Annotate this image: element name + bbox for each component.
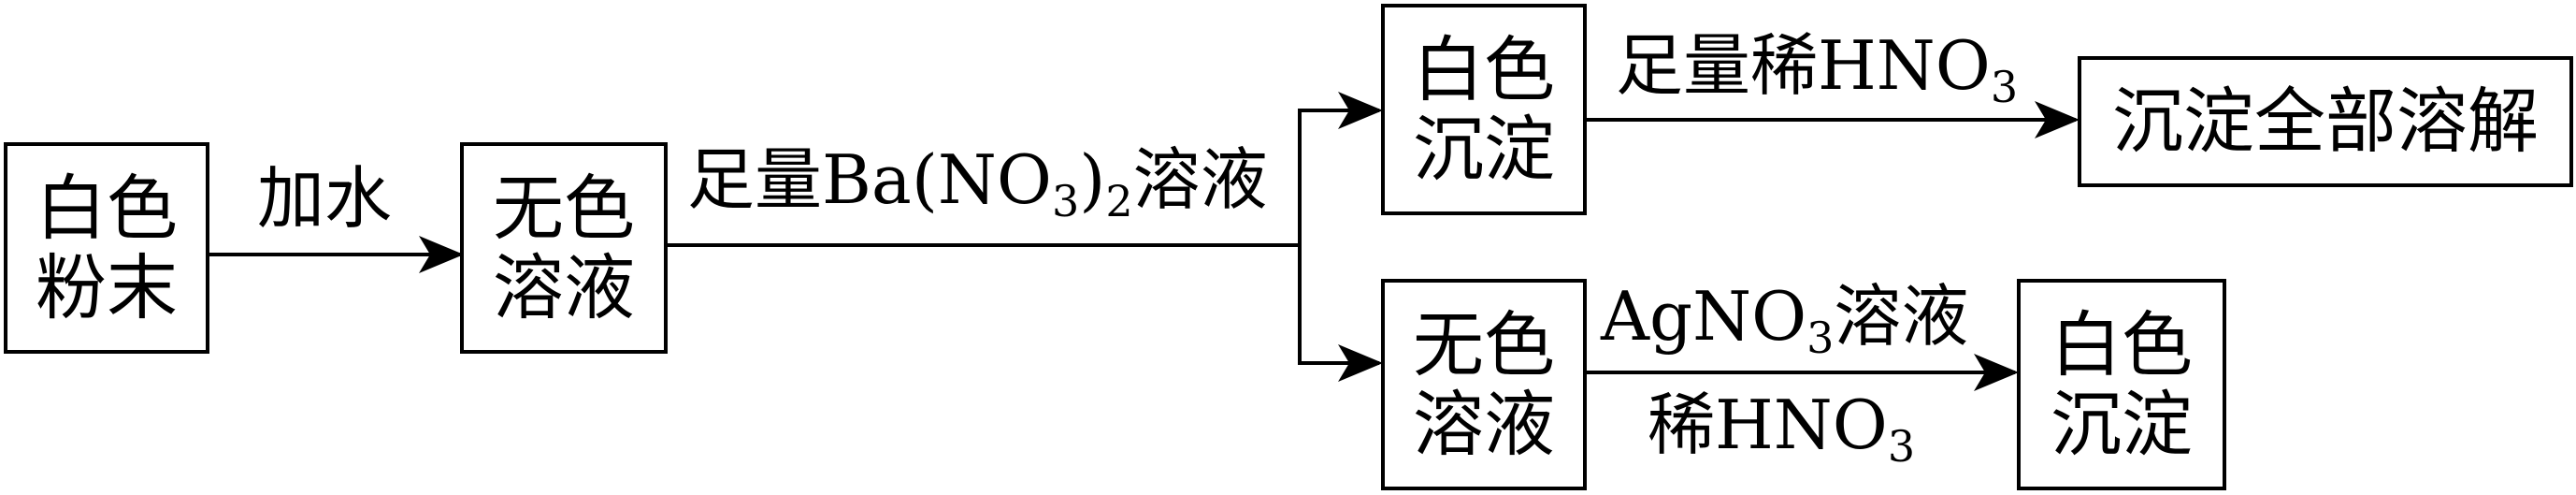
box-precipitate-dissolves-text: 沉淀全部溶解 bbox=[2112, 80, 2539, 164]
box-white-precipitate-1-line2: 沉淀 bbox=[1413, 108, 1555, 191]
ba-nitrate-text-c: 溶液 bbox=[1132, 140, 1268, 219]
label-agno3: AgNO3溶液 bbox=[1601, 283, 1968, 359]
box-white-precipitate-2: 白色 沉淀 bbox=[2017, 279, 2226, 490]
box-white-powder-line1: 白色 bbox=[36, 166, 178, 250]
box-white-precipitate-1: 白色 沉淀 bbox=[1381, 4, 1587, 215]
hno3-top-text: 足量稀HNO bbox=[1616, 26, 1991, 105]
box-white-precipitate-2-line1: 白色 bbox=[2051, 302, 2193, 386]
label-add-water-text: 加水 bbox=[257, 159, 393, 238]
box-colorless-solution-2-line1: 无色 bbox=[1413, 302, 1555, 386]
box-white-powder: 白色 粉末 bbox=[4, 142, 209, 354]
box-colorless-solution-1-line2: 溶液 bbox=[493, 246, 635, 329]
box-white-precipitate-2-line2: 沉淀 bbox=[2051, 383, 2193, 466]
label-ba-nitrate: 足量Ba(NO3)2溶液 bbox=[687, 146, 1268, 223]
ba-nitrate-text-b: ) bbox=[1079, 140, 1106, 219]
agno3-text-b: 溶液 bbox=[1834, 277, 1969, 356]
box-colorless-solution-2: 无色 溶液 bbox=[1381, 279, 1587, 490]
agno3-sub: 3 bbox=[1806, 313, 1835, 363]
ba-nitrate-sub-3: 3 bbox=[1051, 176, 1080, 226]
ba-nitrate-sub-2: 2 bbox=[1105, 176, 1133, 226]
label-hno3-top: 足量稀HNO3 bbox=[1616, 32, 2018, 109]
box-colorless-solution-2-line2: 溶液 bbox=[1413, 383, 1555, 466]
label-add-water: 加水 bbox=[257, 165, 392, 232]
agno3-text-a: AgNO bbox=[1601, 277, 1807, 356]
label-hno3-bottom: 稀HNO3 bbox=[1648, 391, 1915, 468]
hno3-bottom-sub: 3 bbox=[1887, 421, 1916, 472]
box-colorless-solution-1-line1: 无色 bbox=[493, 166, 635, 250]
box-colorless-solution-1: 无色 溶液 bbox=[460, 142, 668, 354]
ba-nitrate-text-a: 足量Ba(NO bbox=[687, 140, 1052, 219]
box-white-precipitate-1-line1: 白色 bbox=[1413, 27, 1555, 111]
box-white-powder-line2: 粉末 bbox=[36, 246, 178, 329]
box-precipitate-dissolves: 沉淀全部溶解 bbox=[2078, 56, 2573, 187]
hno3-top-sub: 3 bbox=[1990, 62, 2019, 112]
hno3-bottom-text: 稀HNO bbox=[1648, 386, 1888, 464]
